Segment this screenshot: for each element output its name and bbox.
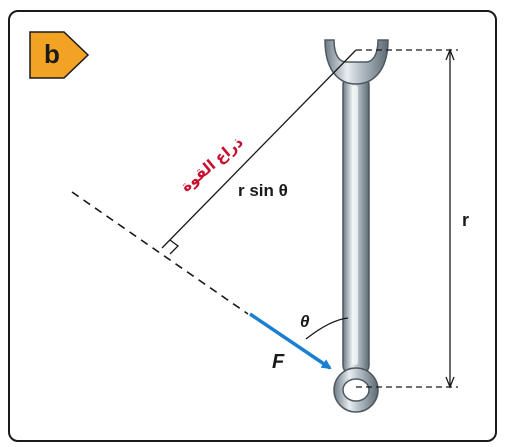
panel-badge: b	[29, 31, 90, 79]
figure-panel	[8, 10, 497, 442]
wrench	[324, 39, 389, 413]
length-dimension	[356, 48, 458, 389]
angle-arc	[305, 317, 349, 340]
moment-arm-line	[161, 49, 357, 249]
angle-label: θ	[300, 312, 310, 331]
length-label: r	[462, 210, 469, 230]
line-of-action	[71, 191, 249, 315]
force-label: F	[272, 351, 285, 373]
badge-label: b	[44, 39, 60, 69]
moment-arm-arabic-label: ذراع القوة	[178, 134, 247, 196]
right-angle-marker	[169, 239, 179, 255]
force-arrow	[249, 312, 332, 370]
moment-arm-expression: r sin θ	[238, 181, 288, 200]
